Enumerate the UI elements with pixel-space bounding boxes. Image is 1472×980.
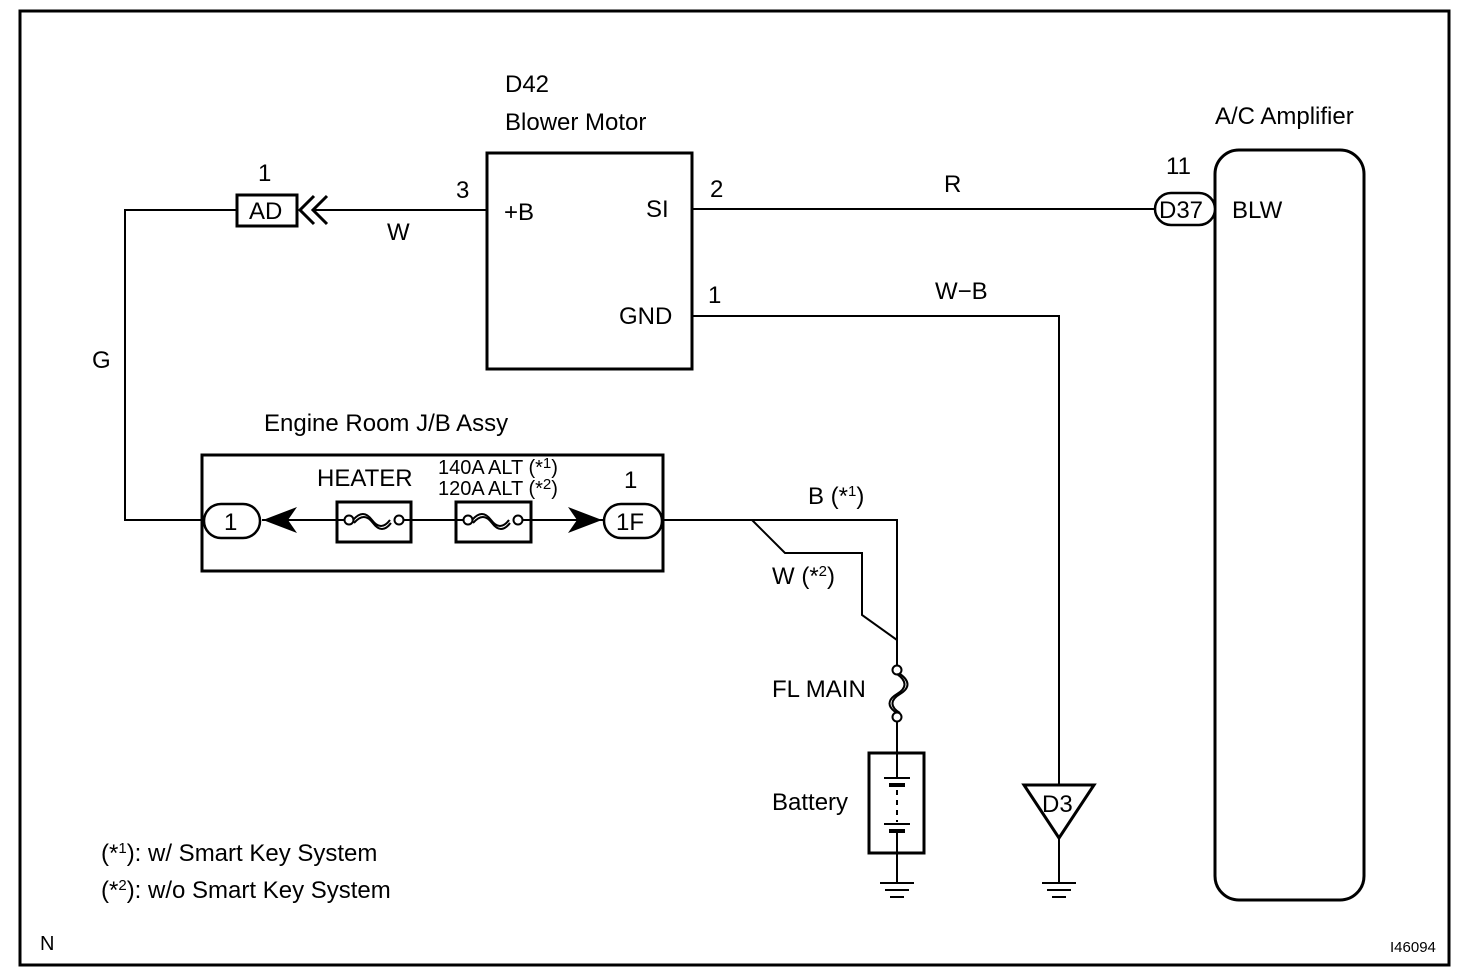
note-no-smart-key: (*2): w/o Smart Key System bbox=[101, 877, 391, 904]
ac-amplifier-terminal: BLW bbox=[1232, 197, 1283, 224]
junction-block-name: Engine Room J/B Assy bbox=[264, 410, 508, 437]
wire-r-label: R bbox=[944, 171, 961, 198]
diagram-frame bbox=[18, 9, 1451, 967]
heater-fuse-icon bbox=[337, 513, 411, 530]
battery-ground-symbol bbox=[880, 882, 914, 898]
battery-icon bbox=[884, 753, 910, 853]
blower-pin-gnd-label: GND bbox=[619, 303, 672, 330]
blower-pin-gnd-num: 1 bbox=[708, 282, 721, 309]
jb-left-connector-label: 1 bbox=[224, 509, 237, 536]
junction-block-box bbox=[200, 453, 665, 573]
ac-amplifier-pin: 11 bbox=[1166, 153, 1191, 180]
fl-main-icon bbox=[888, 664, 909, 723]
fl-main-label: FL MAIN bbox=[772, 676, 866, 703]
alt-fuse-icon bbox=[456, 513, 531, 530]
wire-b-smart bbox=[662, 519, 898, 666]
heater-fuse-label: HEATER bbox=[317, 465, 413, 492]
wire-w-label: W bbox=[387, 219, 410, 246]
ac-amplifier-box bbox=[1213, 148, 1366, 902]
ground-d3-symbol bbox=[1042, 882, 1076, 898]
wire-w-nosmart bbox=[751, 519, 898, 641]
ground-d3-triangle bbox=[1021, 783, 1097, 841]
ground-d3-label: D3 bbox=[1042, 791, 1073, 818]
jb-right-connector-label: 1F bbox=[616, 509, 644, 536]
wire-b-smart-label: B (*1) bbox=[808, 483, 864, 510]
connector-ad-label: AD bbox=[249, 198, 282, 225]
battery-label: Battery bbox=[772, 789, 848, 816]
wire-g-label: G bbox=[92, 347, 111, 374]
wire-wb-label: W−B bbox=[935, 278, 988, 305]
corner-left-label: N bbox=[40, 933, 54, 955]
wire-w-nosmart-label: W (*2) bbox=[772, 563, 835, 590]
wire-wb bbox=[692, 315, 1060, 785]
note-smart-key: (*1): w/ Smart Key System bbox=[101, 840, 377, 867]
connector-ad-pin: 1 bbox=[258, 160, 271, 187]
blower-motor-id: D42 bbox=[505, 71, 549, 98]
blower-motor-name: Blower Motor bbox=[505, 109, 646, 136]
alt-fuse-label-1: 140A ALT (*1) bbox=[438, 455, 558, 479]
jb-left-arrow bbox=[263, 507, 297, 533]
corner-right-label: I46094 bbox=[1390, 939, 1436, 956]
jb-left-connector bbox=[202, 502, 262, 540]
connector-ad-arrow bbox=[297, 194, 329, 226]
wire-g bbox=[124, 209, 237, 521]
blower-pin-b-label: +B bbox=[504, 199, 534, 226]
blower-motor-box bbox=[485, 151, 694, 371]
connector-d37 bbox=[1153, 191, 1217, 227]
jb-right-connector-pin: 1 bbox=[624, 467, 637, 494]
blower-pin-si-label: SI bbox=[646, 196, 669, 223]
blower-pin-b-num: 3 bbox=[456, 177, 469, 204]
jb-right-arrow bbox=[568, 507, 602, 533]
alt-fuse-label-2: 120A ALT (*2) bbox=[438, 476, 558, 500]
blower-pin-si-num: 2 bbox=[710, 176, 723, 203]
connector-d37-label: D37 bbox=[1159, 197, 1203, 224]
ac-amplifier-name: A/C Amplifier bbox=[1215, 103, 1354, 130]
